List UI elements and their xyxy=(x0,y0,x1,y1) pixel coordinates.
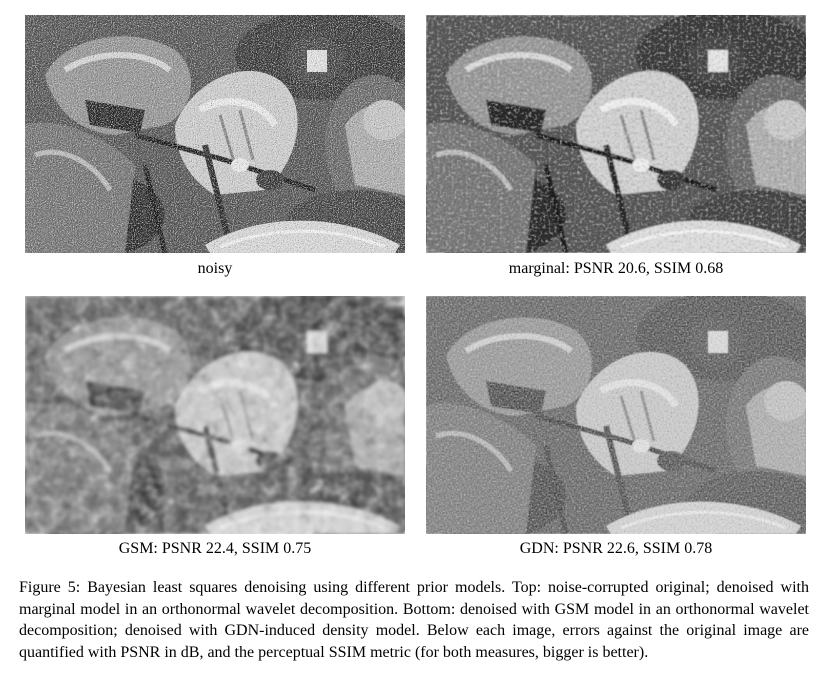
figure-caption: Figure 5: Bayesian least squares denoisi… xyxy=(19,579,809,661)
noisy-image xyxy=(25,15,405,253)
gsm-label: GSM: PSNR 22.4, SSIM 0.75 xyxy=(118,540,312,557)
noisy-label: noisy xyxy=(197,260,233,277)
marginal-label: marginal: PSNR 20.6, SSIM 0.68 xyxy=(508,260,724,277)
gdn-denoised-image xyxy=(426,296,806,534)
gsm-denoised-image xyxy=(25,296,405,534)
gdn-label: GDN: PSNR 22.6, SSIM 0.78 xyxy=(519,540,713,557)
marginal-denoised-image xyxy=(426,15,806,253)
